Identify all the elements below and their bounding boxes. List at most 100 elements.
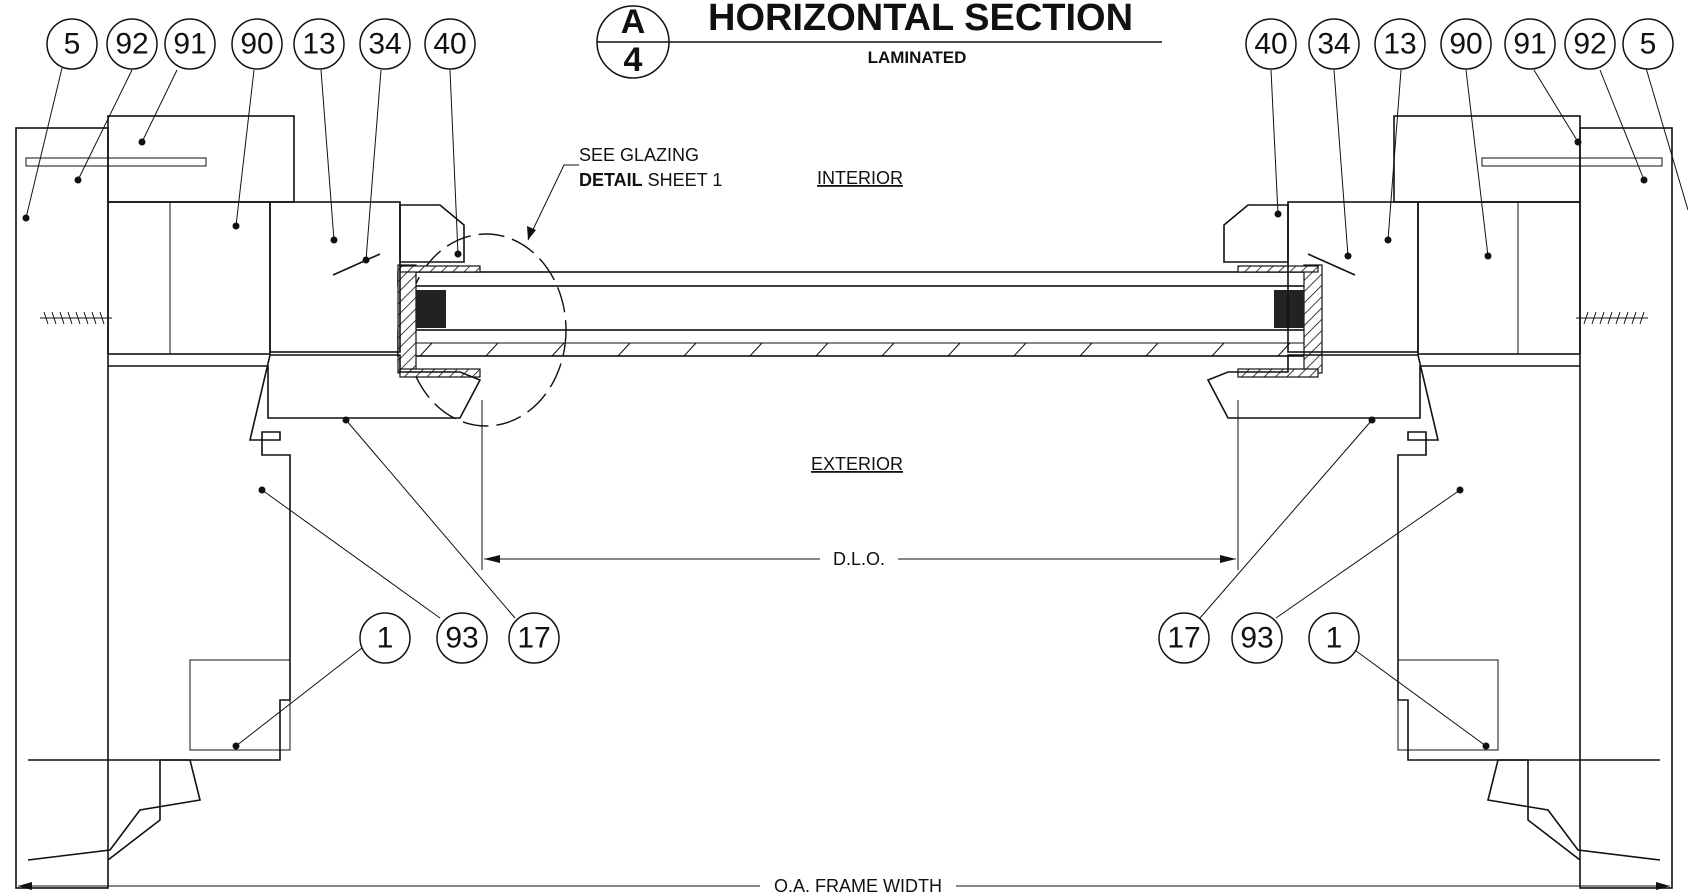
laminated-hatching xyxy=(419,342,1291,357)
callout-number: 13 xyxy=(302,28,335,61)
left-subframe xyxy=(169,201,271,355)
callout-bubble: 93 xyxy=(1231,612,1283,664)
right-anchor-clip xyxy=(1481,157,1663,167)
left-anchor-block xyxy=(107,115,295,203)
setting-block-right xyxy=(1303,264,1323,374)
right-receptor xyxy=(1417,201,1581,355)
callout-number: 90 xyxy=(1449,28,1482,61)
section-title: HORIZONTAL SECTION xyxy=(708,0,1133,39)
callout-number: 34 xyxy=(368,28,401,61)
dlo-arrow-left xyxy=(484,555,500,563)
glazing-note-line1: SEE GLAZING xyxy=(579,145,699,165)
callout-bubbles-right-bottom: 17 93 1 xyxy=(1158,612,1360,664)
callout-bubble: 91 xyxy=(1504,18,1556,70)
frame-width-arrow-left xyxy=(18,882,32,890)
callout-bubble: 40 xyxy=(424,18,476,70)
right-main-frame xyxy=(1206,354,1581,861)
callout-bubble: 1 xyxy=(1308,612,1360,664)
callout-bubble: 92 xyxy=(1564,18,1616,70)
glazing-note-detail: DETAIL xyxy=(579,170,643,190)
right-frame-assembly xyxy=(1206,115,1673,889)
left-main-frame xyxy=(107,354,482,861)
left-stop xyxy=(269,201,401,353)
callout-number: 1 xyxy=(377,622,394,655)
right-thermal-break xyxy=(1397,659,1499,751)
callout-number: 17 xyxy=(517,622,550,655)
callout-leader-dots xyxy=(22,138,1648,750)
callout-bubble: 5 xyxy=(1622,18,1674,70)
callout-number: 5 xyxy=(64,28,81,61)
callout-bubble: 17 xyxy=(1158,612,1210,664)
callout-number: 5 xyxy=(1640,28,1657,61)
right-stop xyxy=(1287,201,1419,353)
callout-bubbles-right-top: 40 34 13 90 91 92 5 xyxy=(1245,18,1674,70)
callout-bubble: 90 xyxy=(1440,18,1492,70)
frame-width-label: O.A. FRAME WIDTH xyxy=(774,876,942,894)
callout-number: 92 xyxy=(1573,28,1606,61)
callout-bubble: 34 xyxy=(1308,18,1360,70)
right-exterior-frame xyxy=(1487,759,1661,861)
left-receptor xyxy=(107,201,271,355)
left-exterior-frame xyxy=(27,759,201,861)
callout-number: 40 xyxy=(1254,28,1287,61)
callout-bubble: 17 xyxy=(508,612,560,664)
callout-bubble: 40 xyxy=(1245,18,1297,70)
callout-number: 13 xyxy=(1383,28,1416,61)
callout-number: 91 xyxy=(173,28,206,61)
section-number: 4 xyxy=(624,41,643,79)
glazing-tape-right xyxy=(1237,368,1319,378)
callout-bubble: 91 xyxy=(164,18,216,70)
callout-bubble: 13 xyxy=(293,18,345,70)
exterior-label: EXTERIOR xyxy=(811,454,903,474)
callout-bubble: 93 xyxy=(436,612,488,664)
glazing-note-leader xyxy=(527,164,579,241)
right-anchor-screw xyxy=(1576,311,1648,325)
left-glazing-bead xyxy=(399,204,465,263)
glass-outer-lite xyxy=(397,271,1307,287)
spacer-left xyxy=(416,290,446,328)
title-block: A 4 HORIZONTAL SECTION LAMINATED xyxy=(596,0,1162,79)
callout-bubble: 90 xyxy=(231,18,283,70)
left-jamb-wall xyxy=(15,127,109,889)
glazing-bead-top-left xyxy=(399,265,481,273)
right-gasket xyxy=(1307,253,1356,276)
right-glazing-bead xyxy=(1223,204,1289,263)
glazing-note-line2: DETAIL SHEET 1 xyxy=(579,170,722,190)
dlo-dimension: D.L.O. xyxy=(481,400,1239,570)
callout-bubble: 92 xyxy=(106,18,158,70)
callout-number: 90 xyxy=(240,28,273,61)
callout-number: 93 xyxy=(445,622,478,655)
right-anchor-block xyxy=(1393,115,1581,203)
callout-number: 92 xyxy=(115,28,148,61)
left-anchor-screw xyxy=(40,311,112,325)
callout-bubble: 13 xyxy=(1374,18,1426,70)
dlo-arrow-right xyxy=(1220,555,1236,563)
callout-leaders xyxy=(25,67,1688,747)
callout-bubble: 5 xyxy=(46,18,98,70)
left-frame-assembly xyxy=(15,115,482,889)
interior-label: INTERIOR xyxy=(817,168,903,188)
callout-number: 91 xyxy=(1513,28,1546,61)
glass-airspace xyxy=(397,285,1307,331)
callout-number: 93 xyxy=(1240,622,1273,655)
glazing-tape-left xyxy=(399,368,481,378)
callout-bubbles-left-top: 5 92 91 90 13 34 40 xyxy=(46,18,476,70)
frame-width-dimension: O.A. FRAME WIDTH xyxy=(18,876,1670,894)
glazing-note-sheet: SHEET 1 xyxy=(643,170,723,190)
callout-bubble: 34 xyxy=(359,18,411,70)
glazing-note-arrowhead xyxy=(527,226,536,240)
left-thermal-break xyxy=(189,659,291,751)
glazing-unit xyxy=(397,264,1323,378)
callout-number: 17 xyxy=(1167,622,1200,655)
right-jamb-wall xyxy=(1579,127,1673,889)
section-letter: A xyxy=(621,3,646,41)
left-gasket xyxy=(332,253,381,276)
left-anchor-clip xyxy=(25,157,207,167)
frame-width-arrow-right xyxy=(1656,882,1670,890)
callout-number: 34 xyxy=(1317,28,1350,61)
callout-number: 1 xyxy=(1326,622,1343,655)
glazing-bead-top-right xyxy=(1237,265,1319,273)
callout-bubble: 1 xyxy=(359,612,411,664)
right-subframe xyxy=(1417,201,1519,355)
